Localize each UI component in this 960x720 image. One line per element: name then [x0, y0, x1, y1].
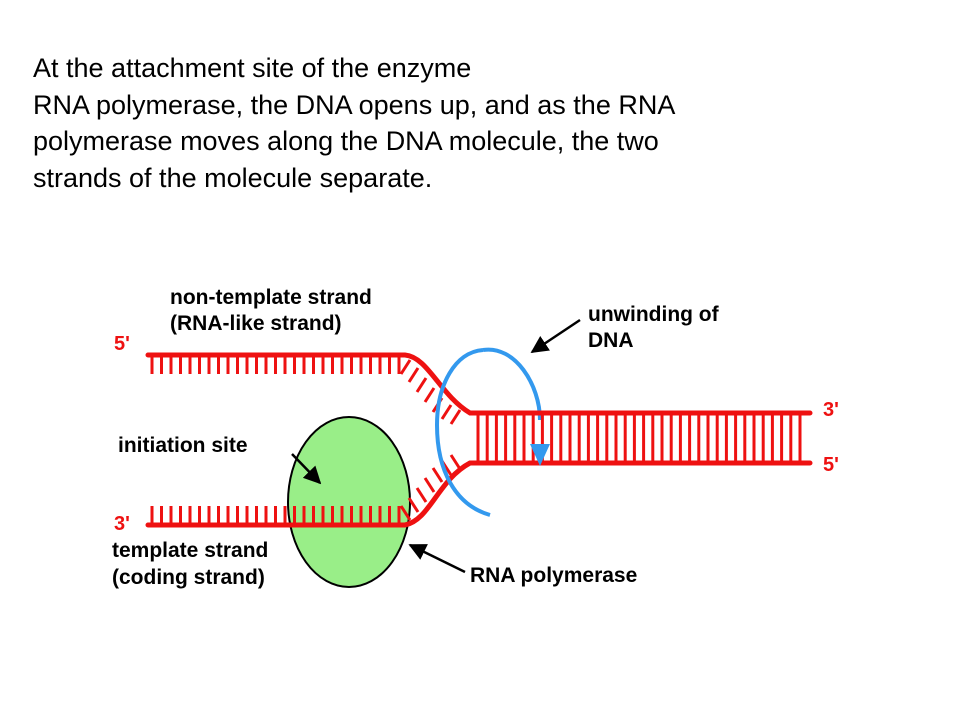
rna-polymerase-label: RNA polymerase	[470, 564, 637, 587]
unwinding-label: unwinding of	[588, 303, 720, 326]
caption-line-2: RNA polymerase, the DNA opens up, and as…	[33, 89, 676, 120]
unwinding-pointer-arrow	[530, 318, 581, 354]
three-prime-end-right-top: 3'	[823, 399, 839, 421]
caption-line-4: strands of the molecule separate.	[33, 162, 433, 193]
five-prime-end-top-left: 5'	[114, 333, 130, 355]
unwinding-dna-label: DNA	[588, 329, 634, 352]
top-strand-base	[423, 387, 436, 403]
top-strand-base	[440, 404, 453, 420]
top-strand-base	[415, 377, 428, 393]
coding-strand-label: (coding strand)	[112, 566, 265, 589]
five-prime-end-right-bottom: 5'	[823, 454, 839, 476]
template-strand-label: template strand	[112, 539, 268, 562]
top-strand-base	[449, 409, 462, 425]
bottom-strand-base	[431, 467, 444, 483]
rna-polymerase-blob	[287, 416, 411, 588]
caption-line-3: polymerase moves along the DNA molecule,…	[33, 126, 659, 156]
template-strand-backbone	[145, 460, 813, 528]
bottom-strand-base	[449, 454, 462, 470]
bottom-strand-base	[423, 477, 436, 493]
bottom-strand-base	[399, 505, 412, 521]
rna-like-strand-label: (RNA-like strand)	[170, 312, 342, 335]
rna-polymerase-pointer-arrow	[408, 543, 466, 574]
base-pair-rungs	[150, 355, 802, 525]
bottom-strand-base	[407, 497, 420, 513]
initiation-site-label: initiation site	[118, 434, 248, 457]
unwinding-arrow-front	[434, 348, 491, 517]
caption-line-1: At the attachment site of the enzyme	[33, 53, 472, 83]
non-template-strand-backbone	[145, 352, 813, 416]
top-strand-base	[407, 367, 420, 383]
caption-text: At the attachment site of the enzyme RNA…	[33, 50, 933, 196]
unwinding-arrow-back	[482, 347, 542, 421]
non-template-strand-label: non-template strand	[170, 286, 372, 309]
initiation-site-pointer-arrow	[291, 453, 322, 485]
dna-molecule	[145, 352, 813, 528]
three-prime-end-bottom-left: 3'	[114, 513, 130, 535]
bottom-strand-base	[415, 487, 428, 503]
unwinding-arrowhead-icon	[530, 444, 550, 466]
top-strand-base	[399, 359, 412, 375]
